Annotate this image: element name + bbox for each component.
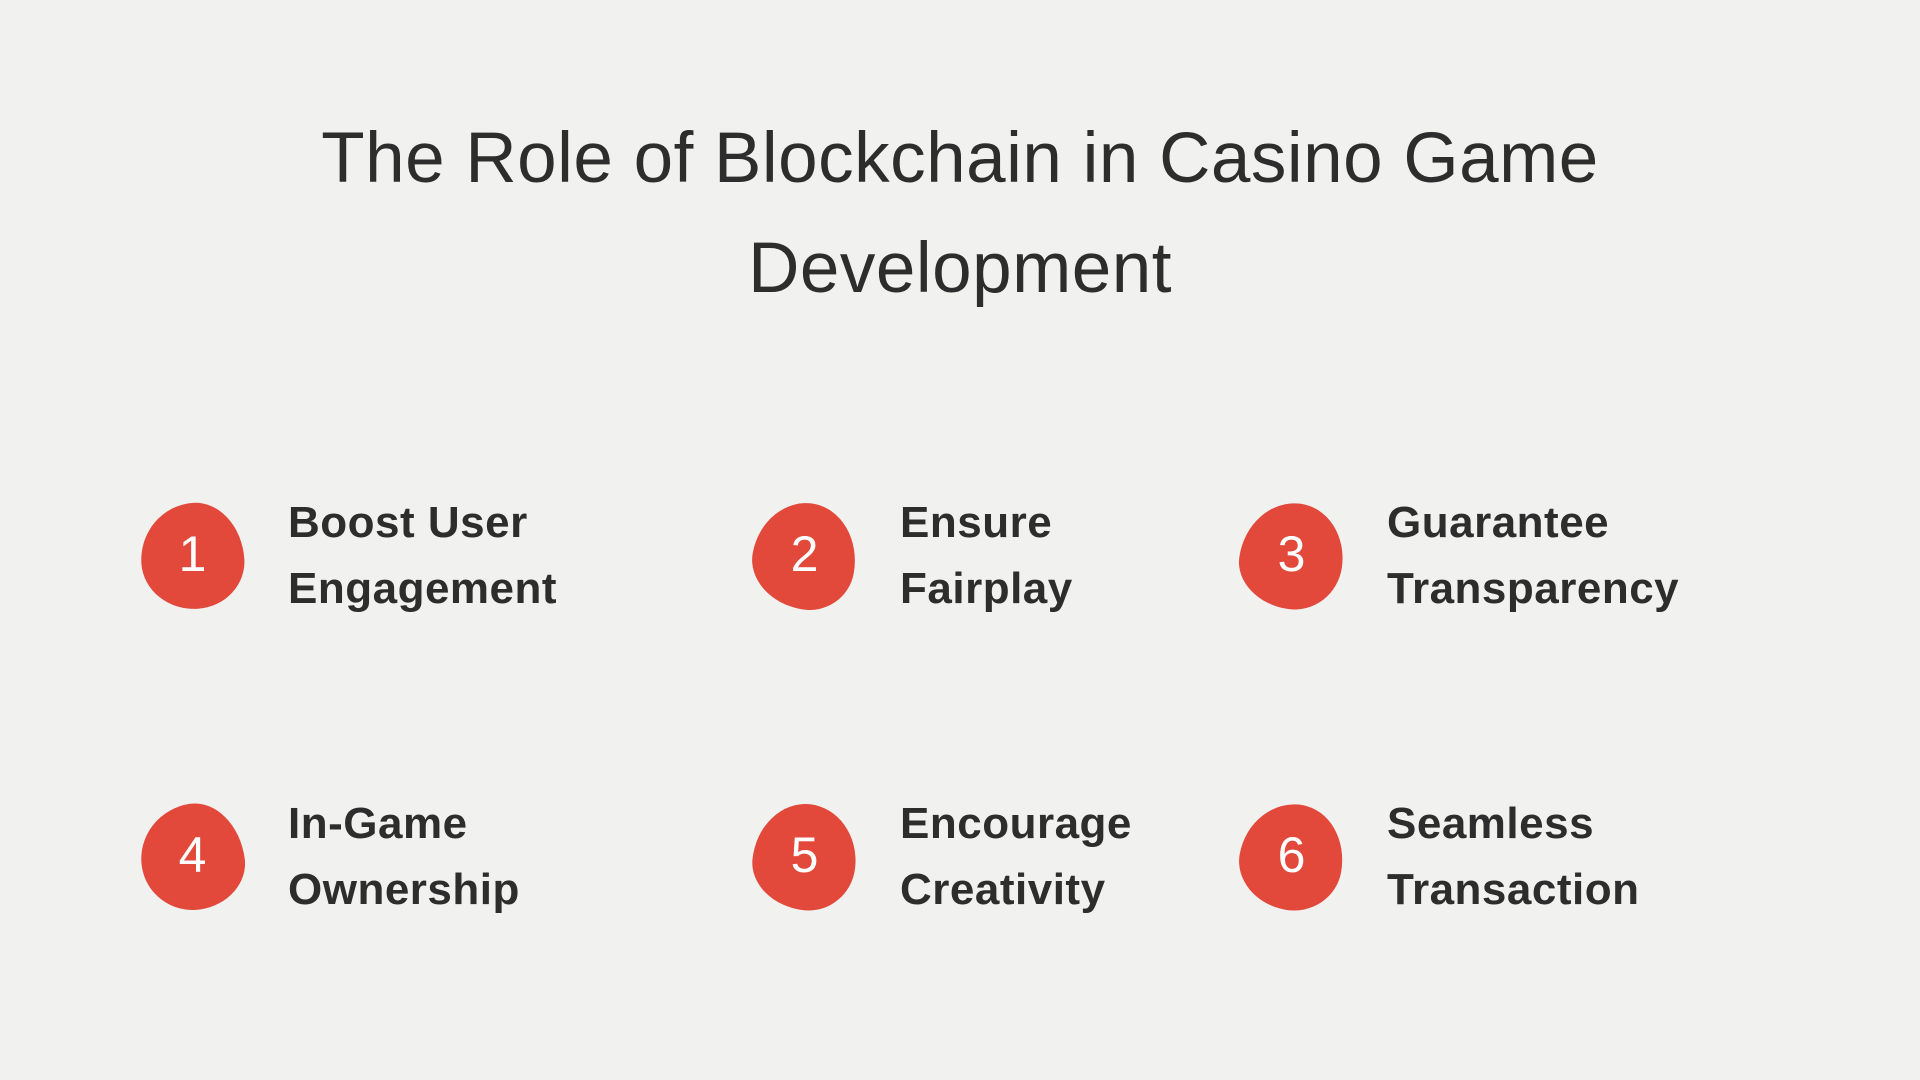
- feature-item-1: 1 Boost User Engagement: [137, 489, 557, 623]
- feature-item-3: 3 Guarantee Transparency: [1233, 489, 1679, 623]
- feature-label-3: Guarantee Transparency: [1387, 490, 1679, 622]
- badge-number: 1: [178, 526, 207, 582]
- badge-number: 2: [790, 526, 819, 582]
- feature-label-4: In-Game Ownership: [288, 791, 520, 923]
- page-title-line-2: Development: [748, 229, 1172, 308]
- feature-label-line-2: Fairplay: [900, 564, 1073, 613]
- feature-label-5: Encourage Creativity: [900, 791, 1132, 923]
- badge-number: 3: [1277, 526, 1306, 582]
- feature-item-5: 5 Encourage Creativity: [747, 790, 1132, 924]
- number-badge-4: 4: [134, 797, 251, 917]
- feature-label-line-2: Engagement: [288, 564, 558, 613]
- feature-label-line-2: Transaction: [1387, 865, 1640, 914]
- feature-label-line-1: Seamless: [1387, 799, 1595, 848]
- feature-label-2: Ensure Fairplay: [900, 490, 1073, 622]
- page-title: The Role of Blockchain in Casino Game De…: [0, 104, 1920, 324]
- feature-label-line-2: Creativity: [900, 865, 1106, 914]
- number-badge-6: 6: [1231, 795, 1352, 919]
- feature-label-line-1: Ensure: [900, 498, 1053, 547]
- feature-label-1: Boost User Engagement: [288, 490, 557, 622]
- feature-label-line-2: Transparency: [1387, 564, 1680, 613]
- feature-label-line-1: Guarantee: [1387, 498, 1610, 547]
- number-badge-1: 1: [137, 499, 248, 613]
- badge-number: 4: [178, 827, 207, 883]
- badge-number: 6: [1277, 827, 1306, 883]
- feature-item-4: 4 In-Game Ownership: [134, 790, 520, 924]
- number-badge-5: 5: [747, 798, 862, 916]
- feature-label-line-2: Ownership: [288, 865, 520, 914]
- feature-label-line-1: Boost User: [288, 498, 528, 547]
- feature-label-6: Seamless Transaction: [1387, 791, 1639, 923]
- feature-label-line-1: Encourage: [900, 799, 1132, 848]
- badge-number: 5: [790, 827, 819, 883]
- number-badge-2: 2: [744, 494, 865, 618]
- number-badge-3: 3: [1233, 496, 1350, 616]
- feature-item-2: 2 Ensure Fairplay: [744, 489, 1073, 623]
- feature-item-6: 6 Seamless Transaction: [1231, 790, 1639, 924]
- page-title-line-1: The Role of Blockchain in Casino Game: [321, 119, 1599, 198]
- feature-label-line-1: In-Game: [288, 799, 468, 848]
